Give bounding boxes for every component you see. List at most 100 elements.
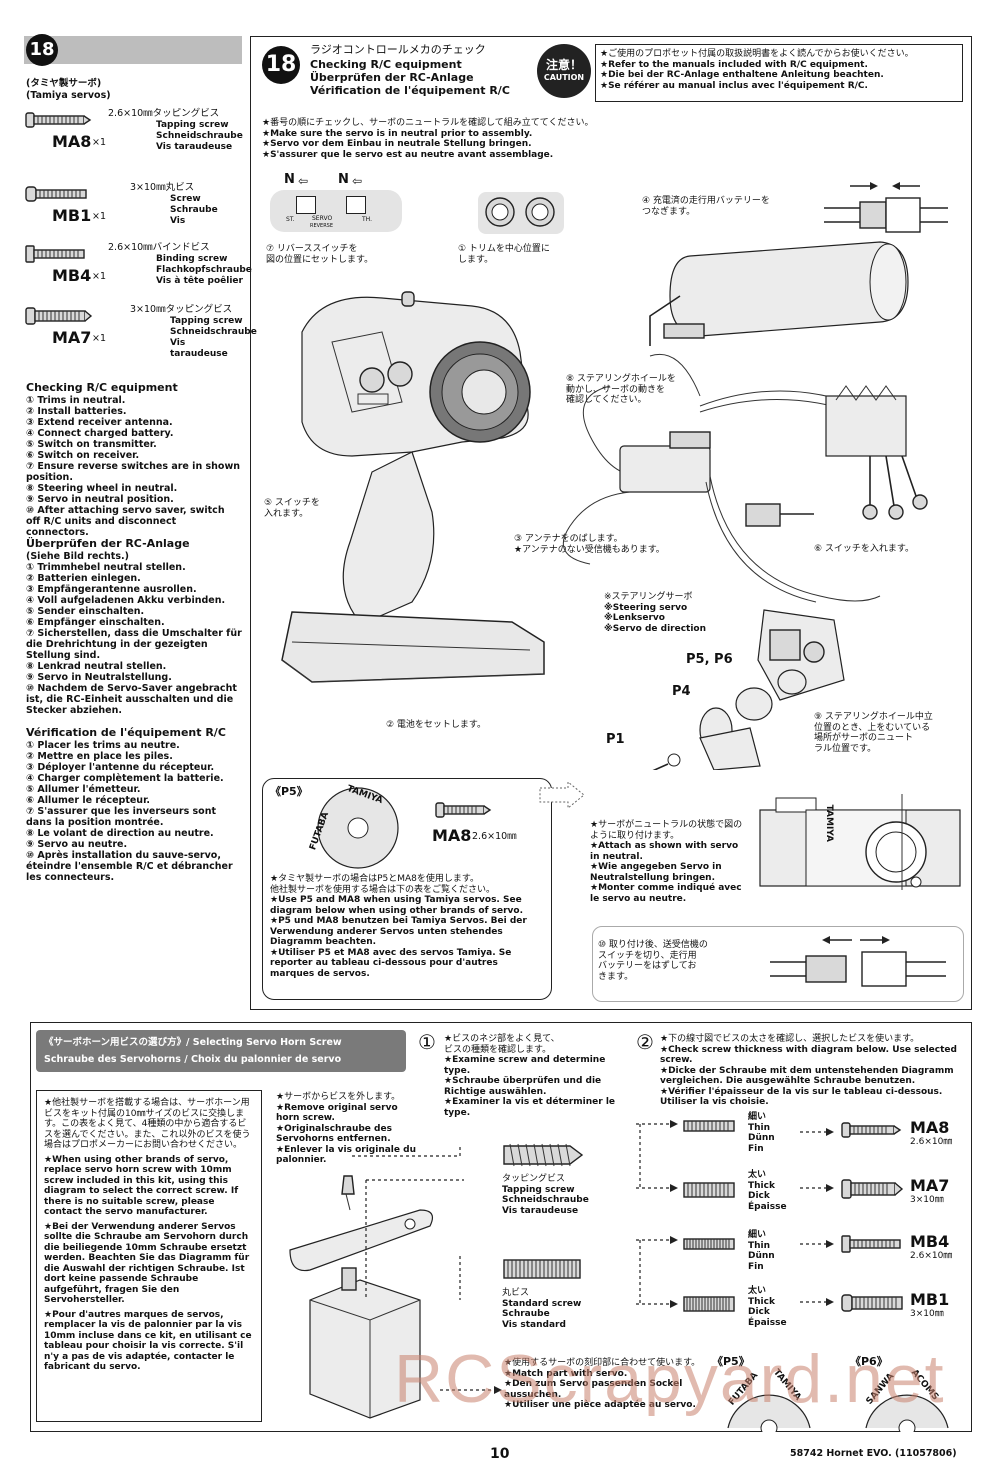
switch-st-label: ST.	[286, 216, 295, 223]
screw-name-de: Schneidschraube	[170, 327, 257, 337]
part-label-p1: P1	[606, 732, 625, 747]
checking-de-item: ① Trimmhebel neutral stellen.	[26, 561, 186, 573]
checking-sub-de: (Siehe Bild rechts.)	[26, 550, 129, 562]
checking-fr-item: ⑥ Allumer le récepteur.	[26, 794, 151, 806]
tapping-screw-large-icon	[503, 1143, 584, 1167]
checking-en-item: ⑥ Switch on receiver.	[26, 449, 140, 461]
reverse-switch-detail: N ⇦ N ⇦ ST. SERVO REVERSE TH.	[266, 172, 406, 234]
p6-horn-illustration	[865, 1394, 949, 1432]
checking-de-item: ⑤ Sender einschalten.	[26, 605, 145, 617]
standard-group-jp: 丸ビス	[502, 1288, 530, 1298]
match-notes: ★使用するサーボの刻印部に合わせて使います。 ★Match part with …	[504, 1358, 704, 1411]
step2-note-de: ★Dicke der Schraube mit dem untenstehend…	[660, 1065, 954, 1087]
caution-notes-box: ★ご使用のプロポセット付属の取扱説明書をよく読んでからお使いください。 ★Ref…	[595, 44, 963, 102]
thin-en: Thin	[748, 1122, 771, 1133]
thin-de: Dünn	[748, 1251, 775, 1261]
screw-ma8: MA8 ×1 2.6×10㎜タッピングビス Tapping screw Schn…	[24, 106, 244, 158]
intro-en: ★When using other brands of servo, repla…	[44, 1154, 239, 1218]
checking-en-item: ⑤ Switch on transmitter.	[26, 438, 157, 450]
checking-title-de: Überprüfen der RC-Anlage	[26, 537, 190, 550]
checking-title-fr: Vérification de l'équipement R/C	[26, 726, 226, 739]
result-size-mb4: 2.6×10㎜	[910, 1251, 953, 1261]
thin-standard-screw-icon	[683, 1238, 735, 1250]
p6-horn-label: 《P6》	[850, 1355, 888, 1368]
checking-title-en: Checking R/C equipment	[26, 381, 178, 394]
binding-screw-icon	[25, 245, 85, 263]
step1-note-de: ★Schraube überprüfen und die Richtige au…	[444, 1076, 602, 1097]
trim-knobs-detail	[478, 192, 564, 234]
screw-name-fr: Vis taraudeuse	[156, 142, 233, 152]
callout-4-battery: ④ 充電済の走行用バッテリーを つなぎます。	[642, 196, 770, 217]
standard-group-de: Schraube	[502, 1309, 550, 1319]
connector-detail-bottom	[770, 936, 946, 987]
standard-group-labels: 丸ビス Standard screw Schraube Vis standard	[502, 1288, 581, 1330]
switch-n-label-1: N	[284, 172, 295, 187]
result-code-ma7: MA7	[910, 1176, 950, 1195]
switch-reverse-label: REVERSE	[310, 223, 334, 229]
checking-fr-item: ① Placer les trims au neutre.	[26, 739, 180, 751]
receiver-esc-wiring-illustration	[562, 354, 928, 603]
callout-1-trim: ① トリムを中心位置に します。	[458, 244, 550, 265]
tapping-group-jp: タッピングビス	[502, 1174, 566, 1184]
callout-2-batteries: ② 電池をセットします。	[386, 720, 487, 730]
part-label-p4: P4	[672, 684, 691, 699]
p5-horn-illustration	[317, 787, 399, 869]
thin-fr: Fin	[748, 1143, 764, 1154]
callout-3-antenna: ③ アンテナをのばします。 ★アンテナのない受信機もあります。	[514, 534, 665, 555]
caution-note-fr: ★Se référer au manual inclus avec l'équi…	[600, 80, 868, 91]
checking-fr-item: ③ Déployer l'antenne du récepteur.	[26, 761, 215, 773]
p5-note-jp-1: ★タミヤ製サーボの場合はP5とMA8を使用します。	[270, 874, 479, 884]
screw-name-de: Schneidschraube	[156, 131, 243, 141]
result-size-ma7: 3×10㎜	[910, 1195, 944, 1205]
screw-qty: ×1	[92, 137, 107, 148]
result-ma7-screw-icon	[841, 1179, 904, 1199]
screw-name-de: Schraube	[170, 205, 218, 215]
checking-de-item: ⑥ Empfänger einschalten.	[26, 616, 165, 628]
ma8-screw-icon	[435, 802, 492, 818]
step2-note-jp: ★下の線寸図でビスの太さを確認し、選択したビスを使います。	[660, 1034, 920, 1044]
p5-box-screw-code: MA8	[432, 826, 472, 845]
round-screw-icon	[25, 186, 87, 202]
caution-note-en: ★Refer to the manuals included with R/C …	[600, 59, 868, 70]
match-note-en: ★Match part with servo.	[504, 1368, 628, 1379]
step2-note-fr: ★Vérifier l'épaisseur de la vis sur le t…	[660, 1086, 943, 1108]
callout-9-servo-neutral: ⑨ ステアリングホイール中立 位置のとき、上をむいている 場所がサーボのニュート…	[814, 712, 933, 754]
checking-fr-item: ⑨ Servo au neutre.	[26, 838, 128, 850]
checking-fr-item: ② Mettre en place les piles.	[26, 750, 173, 762]
checking-list-en: Checking R/C equipment ① Trims in neutra…	[26, 381, 242, 537]
step10-box	[592, 926, 964, 1002]
checking-en-item: ② Install batteries.	[26, 405, 127, 417]
checking-en-item: ① Trims in neutral.	[26, 394, 126, 406]
tapping-group-fr: Vis taraudeuse	[502, 1205, 579, 1216]
main-title-jp: ラジオコントロールメカのチェック	[310, 43, 486, 56]
tapping-screw-icon	[25, 307, 93, 325]
thick-jp: 太い	[748, 1286, 767, 1296]
main-step-panel	[250, 36, 972, 1010]
match-note-fr: ★Utiliser une pièce adaptée au servo.	[504, 1400, 696, 1410]
thin-jp: 細い	[748, 1112, 767, 1122]
battery-pack-illustration	[649, 241, 909, 346]
checking-de-item: ④ Voll aufgeladenen Akku verbinden.	[26, 594, 226, 606]
thick-jp: 太い	[748, 1170, 767, 1180]
caution-note-de: ★Die bei der RC-Anlage enthaltene Anleit…	[600, 70, 884, 80]
steering-servo-de: ※Lenkservo	[604, 613, 665, 623]
intro-notes-box	[36, 1090, 262, 1422]
main-title-en: Checking R/C equipment	[310, 58, 462, 71]
screw-code: MA7	[52, 328, 92, 347]
result-code-mb4: MB4	[910, 1232, 950, 1251]
checking-list-fr: Vérification de l'équipement R/C ① Place…	[26, 726, 242, 882]
match-note-jp: ★使用するサーボの刻印部に合わせて使います。	[504, 1358, 701, 1368]
step2-notes: ★下の線寸図でビスの太さを確認し、選択したビスを使います。 ★Check scr…	[660, 1034, 966, 1108]
step2-number: ②	[636, 1030, 654, 1054]
checking-fr-item: ⑧ Le volant de direction au neutre.	[26, 827, 214, 839]
screw-name-fr: Vis à tête poêlier	[156, 276, 243, 286]
step2-note-en: ★Check screw thickness with diagram belo…	[660, 1044, 957, 1066]
model-number: 58742 Hornet EVO. (11057806)	[790, 1448, 957, 1459]
checking-en-item: ⑧ Steering wheel in neutral.	[26, 482, 178, 494]
thick-de: Dick	[748, 1307, 770, 1317]
step1-note-jp-2: ビスの種類を確認します。	[444, 1044, 552, 1055]
screw-code: MB1	[52, 206, 92, 225]
screw-qty: ×1	[92, 333, 107, 344]
steering-servo-label: ※ステアリングサーボ ※Steering servo ※Lenkservo ※S…	[604, 592, 706, 634]
servo-exploded-illustration	[652, 609, 845, 770]
